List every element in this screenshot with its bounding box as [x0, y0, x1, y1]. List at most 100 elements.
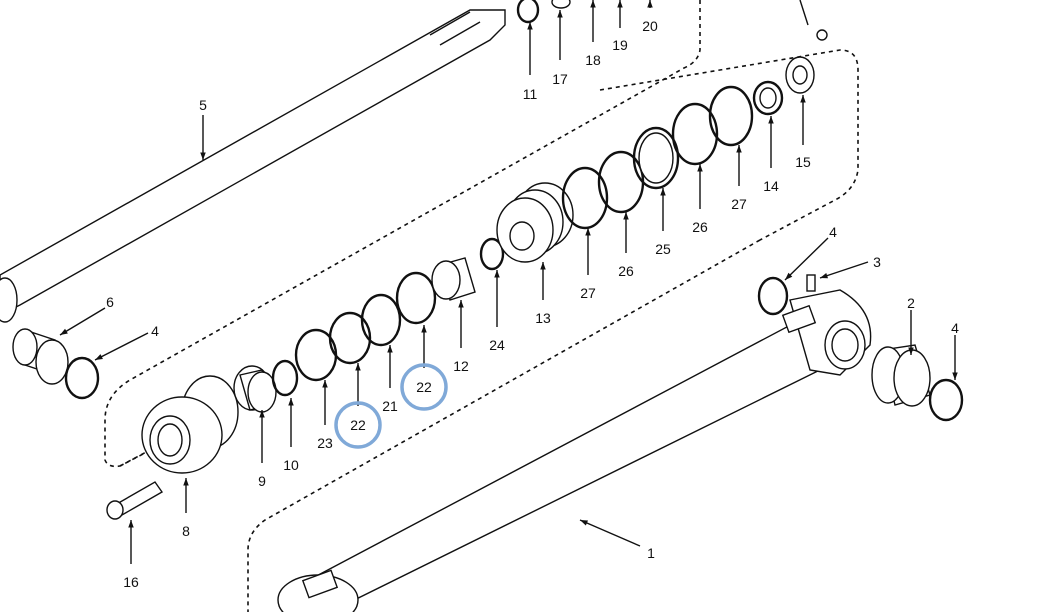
- arrowhead-icon: [421, 325, 427, 333]
- callout-label: 21: [382, 398, 398, 414]
- callout-c3: 3: [819, 254, 881, 279]
- arrowhead-icon: [355, 363, 361, 371]
- callout-label: 15: [795, 154, 811, 170]
- callout-label: 20: [642, 18, 658, 34]
- callout-label: 1: [647, 545, 655, 561]
- highlight-circle: [334, 401, 382, 449]
- ring-24: [479, 237, 505, 271]
- callout-c12: 12: [453, 300, 469, 374]
- callout-c15: 15: [795, 95, 811, 170]
- callout-label: 24: [489, 337, 505, 353]
- arrowhead-icon: [494, 270, 500, 278]
- callout-c11: 11: [523, 22, 538, 102]
- callout-c17: 17: [552, 10, 568, 87]
- arrowhead-icon: [527, 22, 533, 30]
- arrowhead-icon: [660, 188, 666, 196]
- ring-21: [360, 293, 402, 347]
- arrowhead-icon: [322, 380, 328, 388]
- arrowhead-icon: [95, 354, 103, 360]
- callout-c5: 5: [199, 97, 207, 160]
- callout-c4a: 4: [94, 323, 159, 361]
- callout-label: 4: [151, 323, 159, 339]
- callout-label: 12: [453, 358, 469, 374]
- callout-label: 5: [199, 97, 207, 113]
- arrowhead-icon: [768, 116, 774, 124]
- callout-c24: 24: [489, 270, 505, 353]
- callout-label: 23: [317, 435, 333, 451]
- callout-c23: 23: [317, 380, 333, 451]
- arrowhead-icon: [200, 152, 206, 160]
- callout-label: 11: [523, 86, 538, 102]
- callout-label: 27: [731, 196, 747, 212]
- callout-c26a: 26: [692, 164, 708, 235]
- arrowhead-icon: [183, 478, 189, 486]
- callout-c13: 13: [535, 262, 551, 326]
- callout-c4b: 4: [784, 224, 837, 281]
- arrowhead-icon: [617, 0, 623, 8]
- arrowhead-icon: [736, 145, 742, 153]
- ring-22b: [395, 271, 437, 325]
- gland-head: [141, 375, 239, 474]
- callout-label: 25: [655, 241, 671, 257]
- callout-label: 8: [182, 523, 190, 539]
- callout-label: 26: [692, 219, 708, 235]
- callout-label: 2: [907, 295, 915, 311]
- callout-label: 14: [763, 178, 779, 194]
- callout-label: 6: [106, 294, 114, 310]
- callout-label: 22: [350, 417, 366, 433]
- callout-c18: 18: [585, 0, 601, 68]
- cylinder-barrel: [277, 289, 872, 612]
- callout-label: 18: [585, 52, 601, 68]
- callout-c14: 14: [763, 116, 779, 194]
- callout-c1: 1: [579, 519, 655, 561]
- leader-arrow: [579, 519, 641, 547]
- arrowhead-icon: [908, 347, 914, 355]
- callout-label: 4: [829, 224, 837, 240]
- piston-rod: [0, 9, 506, 323]
- callout-c26b: 26: [618, 212, 634, 279]
- arrowhead-icon: [590, 0, 596, 8]
- arrowhead-icon: [820, 273, 828, 279]
- callout-label: 9: [258, 473, 266, 489]
- callout-layer: 2019181711515142726252627132412222122231…: [59, 0, 959, 590]
- leader-arrow: [94, 332, 149, 361]
- arrowhead-icon: [128, 520, 134, 528]
- arrowhead-icon: [259, 410, 265, 418]
- ring-10: [271, 359, 299, 397]
- arrowhead-icon: [952, 372, 958, 380]
- arrowhead-icon: [697, 164, 703, 172]
- bolt: [106, 481, 164, 520]
- barrel-group-outline: [247, 239, 761, 612]
- callout-label: 19: [612, 37, 628, 53]
- bushing-left: [12, 328, 100, 400]
- callout-c27a: 27: [731, 145, 747, 212]
- callout-label: 4: [951, 320, 959, 336]
- arrowhead-icon: [387, 345, 393, 353]
- callout-label: 27: [580, 285, 596, 301]
- arrowhead-icon: [557, 10, 563, 18]
- arrowhead-icon: [458, 300, 464, 308]
- callout-c19: 19: [612, 0, 628, 53]
- rod-group-outline: [104, 0, 701, 468]
- piston: [496, 182, 574, 263]
- top-small-parts: [516, 0, 828, 41]
- arrowhead-icon: [288, 398, 294, 406]
- callout-c22a: 22: [400, 325, 448, 411]
- arrowhead-icon: [540, 262, 546, 270]
- arrowhead-icon: [785, 272, 793, 280]
- callout-c27b: 27: [580, 228, 596, 301]
- callout-c25: 25: [655, 188, 671, 257]
- callout-label: 16: [123, 574, 139, 590]
- callout-c8: 8: [182, 478, 190, 539]
- callout-label: 17: [552, 71, 568, 87]
- leader-arrow: [59, 307, 106, 336]
- arrowhead-icon: [800, 95, 806, 103]
- callout-c9: 9: [258, 410, 266, 489]
- callout-c4c: 4: [951, 320, 959, 380]
- callout-label: 13: [535, 310, 551, 326]
- callout-c2: 2: [907, 295, 915, 355]
- callout-label: 10: [283, 457, 299, 473]
- piston-group-outline: [119, 49, 859, 467]
- arrowhead-icon: [60, 328, 68, 335]
